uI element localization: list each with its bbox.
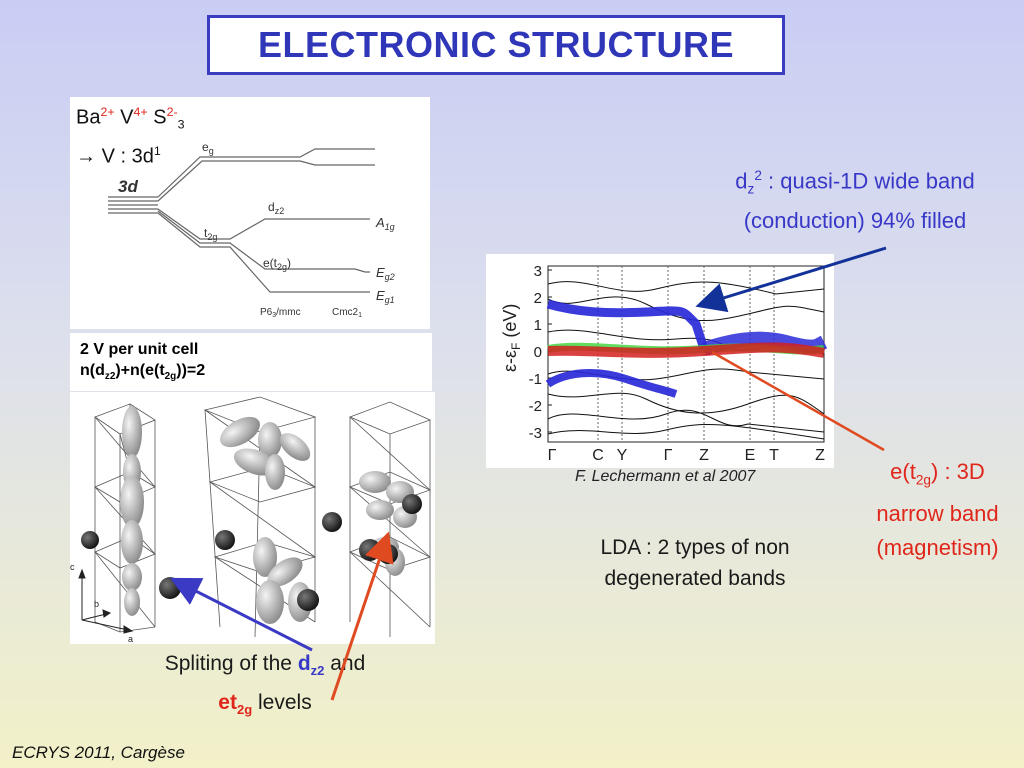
- band-lines: [547, 281, 825, 440]
- citation: F. Lechermann et al 2007: [575, 468, 756, 485]
- orbital-panel: c b a: [70, 392, 435, 644]
- orbital-illustration: c b a: [70, 396, 432, 644]
- ytick-label: 3: [534, 263, 542, 280]
- label-eg1: Eg1: [376, 288, 395, 305]
- axis-a-label: a: [128, 634, 133, 644]
- label-3d: 3d: [118, 177, 138, 196]
- ytick-label: -1: [529, 371, 542, 388]
- unit-cell-line1: 2 V per unit cell: [80, 341, 199, 358]
- spliting-line2: et2g levels: [218, 691, 312, 718]
- label-group1: P63/mmc: [260, 307, 301, 319]
- ytick-label: -3: [529, 425, 542, 442]
- et2g-annotation-line1: e(t2g) : 3D: [890, 459, 985, 488]
- unit-cell-line2: n(dz2)+n(e(t2g))=2: [80, 362, 206, 383]
- axes-icon: [78, 568, 134, 634]
- dz2-orbitals: [120, 406, 144, 616]
- label-a1g: A1g: [375, 215, 395, 232]
- spliting-line1: Spliting of the dz2 and: [164, 652, 366, 679]
- label-t2g: t2g: [204, 226, 217, 242]
- kpoint-label: Γ: [548, 447, 557, 464]
- et2g-orbitals: [220, 416, 312, 624]
- atom-ball: [297, 589, 319, 611]
- atom-ball: [359, 539, 381, 561]
- atom-ball: [402, 494, 422, 514]
- atom-ball: [81, 531, 99, 549]
- kpoint-label: Γ: [664, 447, 673, 464]
- ytick-label: 1: [534, 317, 542, 334]
- atom-ball: [215, 530, 235, 550]
- label-et2g: e(t2g): [263, 256, 291, 272]
- kpoint-label: E: [745, 447, 756, 464]
- dz2-annotation-line1: dz2 : quasi-1D wide band: [735, 168, 975, 197]
- dz2-annotation: dz2 : quasi-1D wide band (conduction) 94…: [690, 160, 1020, 236]
- band-yticks: 3 2 1 0 -1 -2 -3: [529, 263, 552, 442]
- formula-line1: Ba2+ V4+ S2-3: [76, 105, 185, 132]
- atom-ball: [322, 512, 342, 532]
- level-lines: [108, 148, 375, 293]
- label-eg2: Eg2: [376, 265, 395, 282]
- atom-ball: [378, 544, 398, 564]
- axis-b-label: b: [94, 599, 99, 609]
- et2g-annotation: e(t2g) : 3D narrow band (magnetism): [845, 455, 1024, 565]
- lda-line1: LDA : 2 types of non: [600, 536, 790, 559]
- label-eg: eg: [202, 140, 214, 156]
- arrow-icon: →: [76, 145, 96, 168]
- title-box: ELECTRONIC STRUCTURE: [207, 15, 785, 75]
- unit-cell-frame-3: [348, 401, 432, 637]
- axis-c-label: c: [70, 562, 75, 572]
- lda-note: LDA : 2 types of non degenerated bands: [545, 532, 845, 594]
- page-title: ELECTRONIC STRUCTURE: [258, 24, 734, 65]
- unit-cell-box: 2 V per unit cell n(dz2)+n(e(t2g))=2: [70, 333, 432, 391]
- formula: Ba2+ V4+ S2-3 → V : 3d1: [76, 99, 185, 169]
- lda-line2: degenerated bands: [604, 567, 786, 590]
- kpoint-label: T: [769, 447, 779, 464]
- kpoint-label: Y: [617, 447, 628, 464]
- et2g-annotation-line3: (magnetism): [876, 535, 999, 561]
- label-group2: Cmc21: [332, 307, 362, 319]
- formula-line2: → V : 3d1: [76, 143, 161, 168]
- dz2-annotation-line2: (conduction) 94% filled: [743, 207, 967, 233]
- atom-ball: [159, 577, 181, 599]
- ytick-label: -2: [529, 398, 542, 415]
- kpoint-label: Z: [815, 447, 825, 464]
- kpoint-label: C: [592, 447, 604, 464]
- et2g-annotation-line2: narrow band: [876, 501, 999, 527]
- ytick-label: 0: [534, 344, 542, 361]
- level-diagram-panel: 3d eg t2g dz2 e(t2g) A1g Eg2 Eg1 P63/mmc…: [70, 97, 430, 329]
- dz2-band: [545, 299, 828, 398]
- spliting-caption: Spliting of the dz2 and et2g levels: [110, 648, 420, 726]
- ytick-label: 2: [534, 290, 542, 307]
- et2g-band: [547, 342, 825, 358]
- level-diagram: 3d eg t2g dz2 e(t2g) A1g Eg2 Eg1 P63/mmc…: [108, 140, 395, 319]
- footer-text: ECRYS 2011, Cargèse: [12, 743, 185, 762]
- label-dz2: dz2: [268, 200, 284, 216]
- kpoint-label: Z: [699, 447, 709, 464]
- band-ylabel: ε-εF (eV): [500, 304, 523, 372]
